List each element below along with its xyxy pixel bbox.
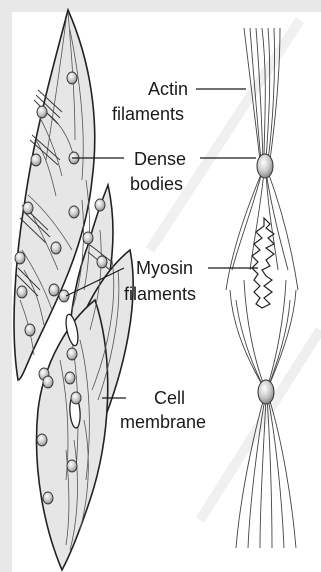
label-actin-2: filaments bbox=[112, 104, 184, 124]
dense-body-right-1 bbox=[257, 154, 273, 178]
label-cell-2: membrane bbox=[120, 412, 206, 432]
muscle-cells bbox=[14, 10, 133, 570]
myosin-filament bbox=[252, 218, 274, 308]
label-myosin-2: filaments bbox=[124, 284, 196, 304]
dense-body-right-2 bbox=[258, 380, 274, 404]
label-cell-1: Cell bbox=[154, 388, 185, 408]
label-dense-1: Dense bbox=[134, 149, 186, 169]
label-myosin-1: Myosin bbox=[136, 258, 193, 278]
label-dense-2: bodies bbox=[130, 174, 183, 194]
label-actin-1: Actin bbox=[148, 79, 188, 99]
